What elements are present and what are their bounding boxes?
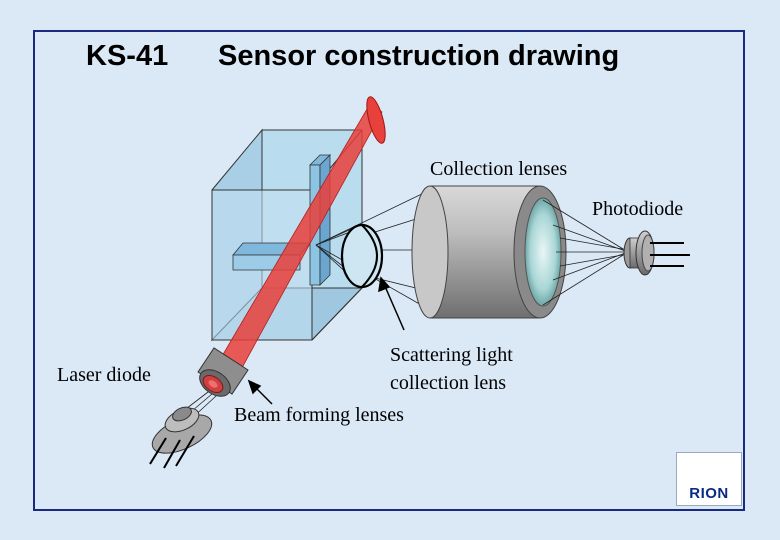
rion-logo-text: RION [689, 485, 729, 502]
laser-diode-label: Laser diode [57, 364, 151, 386]
beam-forming-lens-unit [197, 347, 249, 397]
slide-frame [33, 30, 745, 511]
model-code-title: KS-41 [86, 40, 169, 72]
collection-lenses-label: Collection lenses [430, 158, 568, 180]
rion-logo: RION [676, 452, 742, 506]
scattering-collection-lens [340, 223, 384, 289]
laser-diode [149, 406, 213, 469]
converging-rays [542, 199, 629, 306]
beam-forming-lenses-label: Beam forming lenses [234, 404, 404, 426]
photodiode-label: Photodiode [592, 198, 684, 220]
scattering-lens-label-line1: Scattering light [390, 344, 513, 366]
scattering-lens-label-line2: collection lens [390, 372, 507, 394]
page-title: Sensor construction drawing [218, 40, 620, 72]
pointer-arrows [247, 276, 405, 405]
photodiode [623, 230, 690, 276]
collection-lenses [411, 185, 567, 319]
